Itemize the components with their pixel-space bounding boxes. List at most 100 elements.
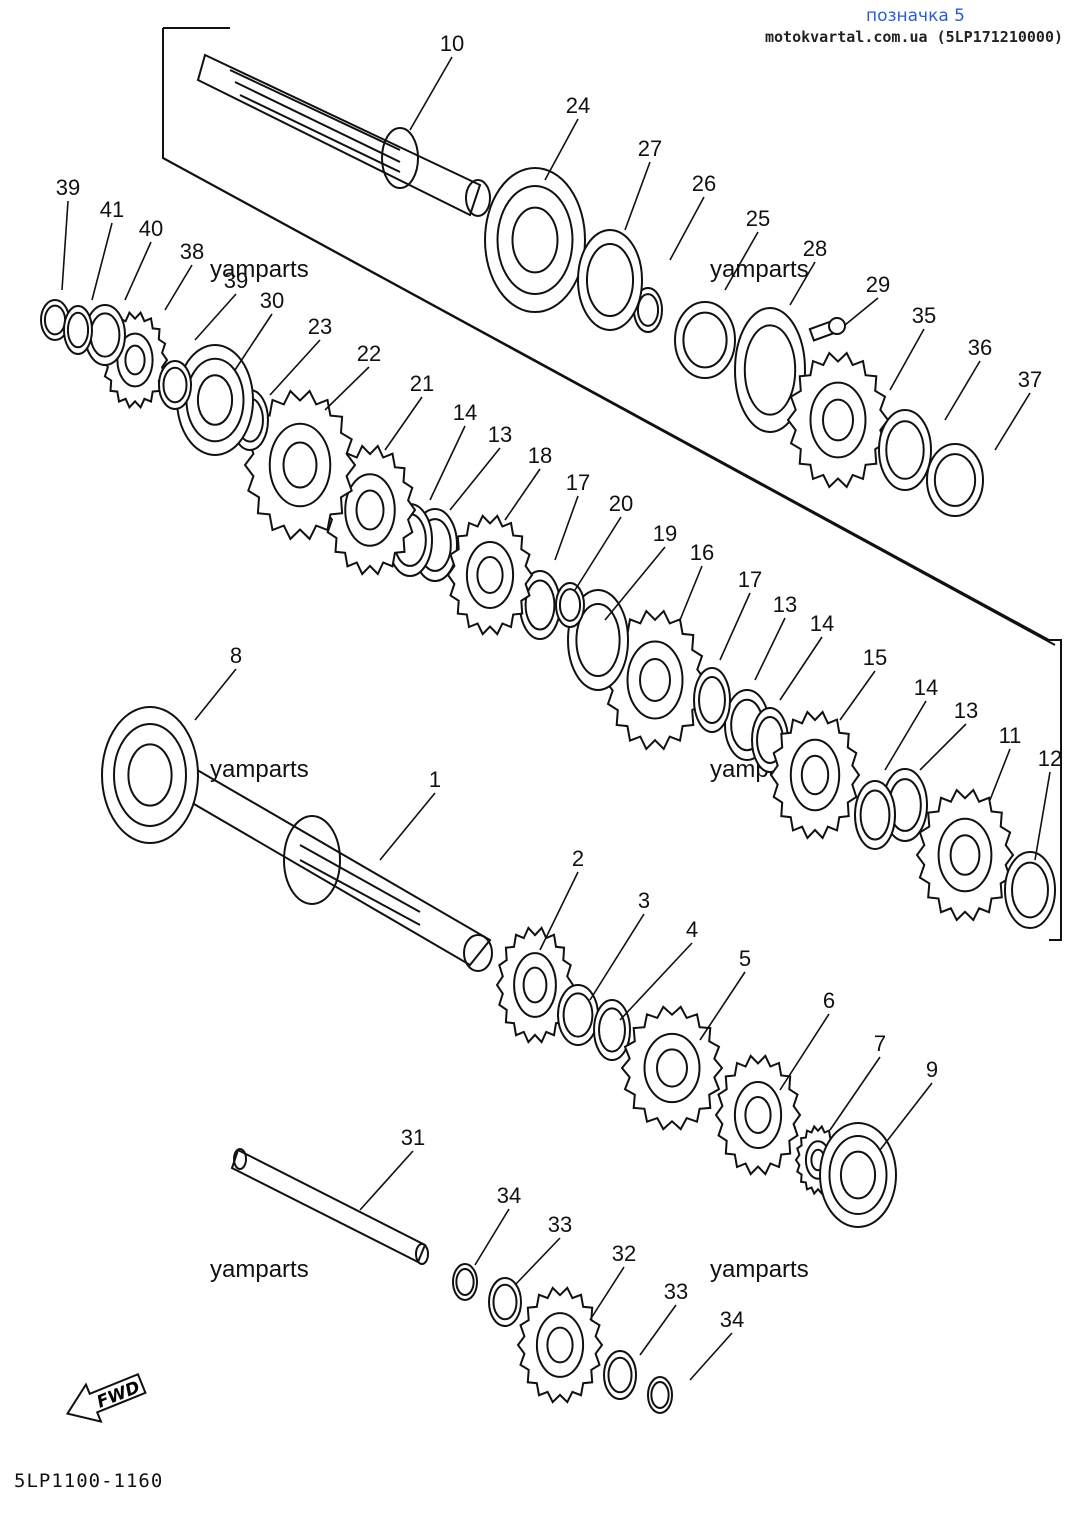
part-28-ring bbox=[734, 307, 806, 433]
part-12-ring bbox=[1004, 851, 1056, 929]
leader-line bbox=[324, 366, 370, 411]
part-label: 14 bbox=[453, 400, 477, 425]
part-11-gear bbox=[915, 788, 1015, 922]
part-label: 34 bbox=[720, 1307, 744, 1332]
leader-line bbox=[754, 617, 786, 681]
main-axle-shaft bbox=[196, 53, 491, 217]
part-label: 37 bbox=[1018, 367, 1042, 392]
part-label: 12 bbox=[1038, 746, 1062, 771]
part-label: 23 bbox=[308, 314, 332, 339]
part-label: 13 bbox=[773, 592, 797, 617]
part-22-gear bbox=[243, 389, 357, 541]
part-label: 24 bbox=[566, 93, 590, 118]
watermark: yamparts bbox=[210, 756, 309, 783]
part-34-ring bbox=[452, 1263, 478, 1301]
leader-line bbox=[944, 360, 981, 421]
leader-line bbox=[989, 748, 1011, 801]
part-16-gear-bore bbox=[639, 658, 671, 702]
part-26-ring bbox=[633, 287, 663, 333]
leader-line bbox=[639, 1304, 677, 1356]
group-frame bbox=[162, 27, 1062, 941]
part-40-ring bbox=[84, 304, 126, 366]
leader-line bbox=[539, 871, 579, 951]
leader-line bbox=[844, 297, 879, 326]
part-17-ring bbox=[693, 667, 731, 733]
leader-line bbox=[1034, 771, 1051, 861]
leader-line bbox=[829, 1056, 881, 1131]
part-14-ring-inner bbox=[859, 789, 891, 841]
leader-line bbox=[994, 392, 1031, 451]
part-6-gear bbox=[714, 1054, 802, 1176]
part-40-ring-inner bbox=[89, 312, 121, 358]
watermark: yamparts bbox=[710, 1256, 809, 1283]
part-17-ring-inner bbox=[524, 579, 556, 631]
part-8-bearing bbox=[101, 706, 199, 844]
part-label: 4 bbox=[686, 917, 698, 942]
leader-line bbox=[839, 670, 876, 721]
part-label: 11 bbox=[999, 723, 1022, 748]
part-19-ring-inner bbox=[575, 603, 621, 677]
part-label: 40 bbox=[139, 216, 163, 241]
part-label: 36 bbox=[968, 335, 992, 360]
watermark: yamparts bbox=[210, 256, 309, 283]
part-2-gear-bore bbox=[522, 966, 548, 1004]
part-41-ring-inner bbox=[66, 311, 90, 349]
leader-line bbox=[194, 293, 237, 341]
part-2-gear bbox=[495, 926, 575, 1044]
part-label: 7 bbox=[874, 1031, 886, 1056]
part-5-gear bbox=[620, 1005, 724, 1131]
part-30-bearing bbox=[176, 344, 254, 456]
part-24-bearing bbox=[484, 167, 586, 313]
part-label: 30 bbox=[260, 288, 284, 313]
part-27-ring-inner bbox=[585, 243, 635, 317]
part-label: 14 bbox=[914, 675, 938, 700]
part-label: 18 bbox=[528, 443, 552, 468]
part-label: 26 bbox=[692, 171, 716, 196]
part-37-ring-inner bbox=[933, 453, 977, 507]
group-frame bbox=[162, 157, 1056, 646]
part-9-bearing bbox=[819, 1122, 897, 1228]
part-32-gear-bore bbox=[546, 1326, 574, 1364]
leader-line bbox=[669, 196, 705, 261]
part-28-ring-inner bbox=[743, 324, 797, 416]
leader-line bbox=[514, 1237, 561, 1286]
leader-line bbox=[384, 396, 423, 451]
leader-line bbox=[359, 1150, 414, 1211]
leader-line bbox=[689, 1332, 733, 1381]
part-14-ring bbox=[854, 780, 896, 850]
part-label: 32 bbox=[612, 1241, 636, 1266]
leader-line bbox=[589, 1266, 625, 1321]
drive-axle-shaft bbox=[168, 758, 493, 972]
components bbox=[40, 167, 1056, 1414]
source-reference: motokvartal.com.ua (5LP171210000) bbox=[764, 28, 1063, 46]
part-label: 38 bbox=[180, 239, 204, 264]
part-20-ring-inner bbox=[558, 588, 582, 622]
part-label: 8 bbox=[230, 643, 242, 668]
part-11-gear-bore bbox=[949, 834, 981, 876]
part-21-gear-bore bbox=[355, 489, 385, 531]
leader-line bbox=[724, 231, 759, 291]
part-5-gear-bore bbox=[656, 1048, 688, 1088]
part-label: 2 bbox=[572, 846, 584, 871]
leader-line bbox=[619, 942, 693, 1021]
part-8-bearing-inner bbox=[127, 743, 173, 807]
part-22-gear-bore bbox=[282, 441, 318, 489]
group-frame bbox=[162, 28, 1062, 941]
leader-line bbox=[699, 971, 746, 1041]
shift-shaft bbox=[230, 1148, 429, 1265]
leader-line bbox=[409, 56, 453, 131]
leader-line bbox=[269, 339, 321, 396]
part-label: 1 bbox=[429, 767, 441, 792]
part-label: 25 bbox=[746, 206, 770, 231]
diagram-code: 5LP1100-1160 bbox=[14, 1470, 164, 1492]
part-label: 9 bbox=[926, 1057, 938, 1082]
leader-line bbox=[234, 313, 273, 371]
part-25-ring bbox=[674, 301, 736, 379]
diagram-title: позначка 5 bbox=[865, 6, 965, 26]
part-4-ring bbox=[593, 999, 631, 1061]
part-label: 5 bbox=[739, 946, 751, 971]
part-30-bearing-inner bbox=[196, 374, 234, 426]
part-29-bolt-head bbox=[828, 317, 846, 335]
